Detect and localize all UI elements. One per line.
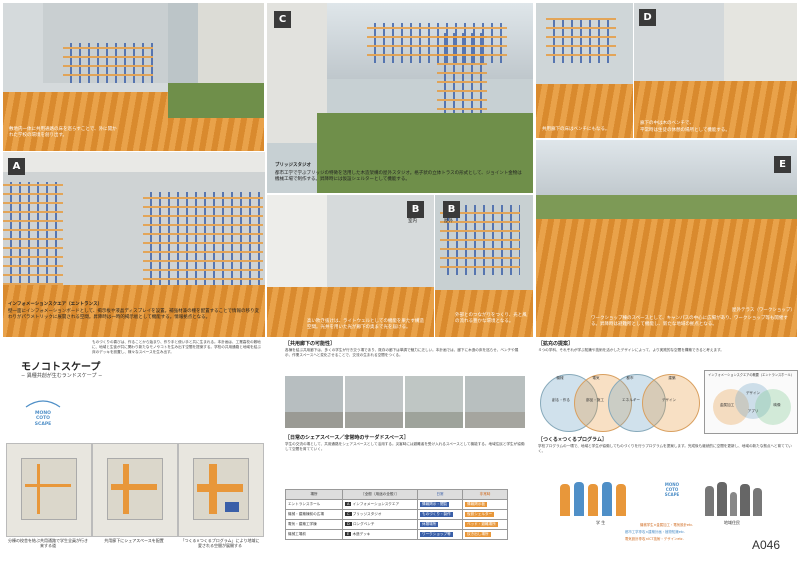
venn-center-2: 部品・施工 bbox=[586, 398, 604, 402]
caption-a-text: 壁一面にインフォメーションボードとして、掲示板や液晶ディスプレイを設置。補強材兼… bbox=[8, 309, 259, 320]
logo-arc-icon bbox=[25, 400, 61, 408]
letter-e: E bbox=[345, 532, 352, 536]
page-subtitle: − 異種共創が生むランドスケープ − bbox=[21, 373, 103, 379]
table-row: 機械・建築棟前の広場 C ブリッジスタジオ ものづくり・製作 仮設シェルター bbox=[285, 509, 508, 520]
caption-e: ワークショップ棟のスペースとして、キャンパスの中心に広場があり、ワークショップ等… bbox=[591, 316, 788, 327]
photo-corridor-1 bbox=[285, 376, 343, 428]
venn-label-4: 建築 bbox=[668, 376, 676, 380]
logo-line3: SCAPE bbox=[34, 421, 52, 427]
photo-a-information-square: A インフォメーションスクエア（エントランス） 壁一面にインフォメーションボード… bbox=[3, 152, 265, 337]
section3-text: ４つの学科、それぞれが学ぶ知識や技術を活かしたデザインによって、より実践的な空間… bbox=[538, 348, 724, 352]
people-students bbox=[560, 478, 670, 518]
sheet-code: A046 bbox=[752, 538, 781, 552]
page-title: モノコトスケープ bbox=[21, 362, 101, 373]
people-locals bbox=[705, 478, 795, 518]
tag-e: 屋外テラス（ワークショップ） bbox=[732, 308, 795, 313]
photo-c-bridge-studio: C ブリッジスタジオ 都市工学で学ぶブリッジの特徴を活用した木造架構の屋外スタジ… bbox=[267, 3, 533, 193]
label-a: A bbox=[8, 158, 25, 175]
table-row: エントランスホール A インフォメーションスクエア 情報掲示・閲覧 情報掲示板 bbox=[285, 499, 508, 510]
caption-b1: 高い吹き抜けは、ライトウェルとしての機能を果たす構造空間。光井を用いた光が廊下の… bbox=[307, 319, 424, 330]
th-place: 場所 bbox=[285, 489, 343, 500]
people-caption-3: 電気設計専攻×ICT技術・デザインetc. bbox=[625, 537, 684, 541]
venn2-item-4: 映像 bbox=[773, 403, 781, 407]
venn-center-1: 創る・作る bbox=[552, 398, 570, 402]
photo-d-left-corridor: 共用廊下の床はベンチにもなる。 bbox=[536, 3, 633, 138]
venn2-item-1: 金属加工 bbox=[719, 403, 735, 407]
logo-small: MONO COTO SCAPE bbox=[664, 482, 680, 497]
letter-a: A bbox=[345, 502, 352, 506]
venn2-item-2: デザイン bbox=[745, 391, 761, 395]
caption-d-1: 廊下の中は木のベンチで、 bbox=[640, 121, 694, 126]
people-caption-2: 都市工学専攻×建築計画・植物知識etc. bbox=[625, 530, 686, 534]
venn-center-4: デザイン bbox=[661, 398, 677, 402]
photo-b-exterior: B 屋外 外部とのつながりをつくり、光と風の流れる豊かな環境となる。 bbox=[435, 195, 533, 337]
letter-c: C bbox=[345, 512, 352, 516]
caption-d-2: 平常時は生徒の休憩の場所として機能する。 bbox=[640, 128, 730, 133]
section2-title: ［日常のシェアスペース／非常時のサーダドスペース］ bbox=[285, 435, 409, 441]
map-3 bbox=[178, 443, 264, 537]
photo-d-bench: D 廊下の中は木のベンチで、 平常時は生徒の休憩の場所として機能する。 bbox=[634, 3, 797, 138]
logo-line2: COTO bbox=[35, 416, 51, 421]
label-e: E bbox=[774, 156, 791, 173]
label-b2: B bbox=[443, 201, 460, 218]
section1-text: 各棟を結ぶ共用廊下は、多くの学生が行き交う場であり、既存の廊下は単調で魅力に乏し… bbox=[285, 348, 519, 358]
photo-corridor-4 bbox=[465, 376, 525, 428]
caption-c-text: 都市工学で学ぶブリッジの特徴を活用した木造架構の屋外スタジオ。格子状の立体トラス… bbox=[275, 171, 522, 182]
people-caption-1: 機械学生×金属加工・電気設計etc. bbox=[640, 523, 694, 527]
photo-b-interior: B 室内 高い吹き抜けは、ライトウェルとしての機能を果たす構造空間。光井を用いた… bbox=[267, 195, 434, 337]
map-2 bbox=[92, 443, 178, 537]
letter-d: D bbox=[345, 522, 352, 526]
section1-title: ［共用廊下の可能性］ bbox=[285, 341, 336, 347]
tag-b1: 室内 bbox=[408, 219, 417, 224]
venn-label-3: 都市 bbox=[626, 376, 634, 380]
program-table: 場所 ［全般（用途の全般）］ 日常 非常時 エントランスホール A インフォメー… bbox=[285, 489, 508, 540]
th-emergency: 非常時 bbox=[462, 489, 508, 500]
photo-corridor-3 bbox=[405, 376, 463, 428]
label-b1: B bbox=[407, 201, 424, 218]
caption-b2: 外部とのつながりをつくり、光と風の流れる豊かな環境となる。 bbox=[455, 313, 527, 324]
th-use: ［全般（用途の全般）］ bbox=[342, 489, 418, 500]
section4-text: 学校プログラムの一環で、地域と学生が協働してものづくりを行うプログラムを提案しま… bbox=[538, 444, 792, 454]
venn-label-2: 電気 bbox=[592, 376, 600, 380]
venn2-box: インフォメーションスクエアの概要（エントランスホール） 金属加工 デザイン アプ… bbox=[704, 370, 798, 434]
photo-top-left-corridor: 敷地内一体に共用通路の床を巡らすことで、外に開かれた学校の環境を創り出す。 bbox=[3, 3, 168, 151]
label-local: 地域住民 bbox=[724, 520, 740, 525]
intro-text: ものづくりの喜びは、作ることから始まり、作り手と使い手と共に生まれる。本計画は、… bbox=[92, 340, 261, 355]
caption-c-title: ブリッジスタジオ bbox=[275, 163, 311, 168]
venn2-title: インフォメーションスクエアの概要（エントランスホール） bbox=[708, 373, 794, 377]
th-daily: 日常 bbox=[417, 489, 463, 500]
venn-center-3: エネルギー bbox=[622, 398, 640, 402]
photo-e-terrace: E 屋外テラス（ワークショップ） ワークショップ棟のスペースとして、キャンパスの… bbox=[536, 140, 797, 337]
section2-text: 学生の交流の場として、共用通路をシェアスペースとして活用する。災害時には避難者を… bbox=[285, 442, 525, 452]
photo-top-left-garden bbox=[168, 3, 264, 151]
venn-diagram: 機械 電気 都市 建築 創る・作る 部品・施工 エネルギー デザイン bbox=[540, 370, 700, 432]
label-c: C bbox=[274, 11, 291, 28]
map-3-caption: 「つくる×つくるプログラム」により地域に愛される空間が展開する bbox=[180, 538, 260, 548]
caption-top-left: 敷地内一体に共用通路の床を巡らすことで、外に開かれた学校の環境を創り出す。 bbox=[9, 127, 117, 138]
map-2-caption: 共用廊下にシェアスペースを配置 bbox=[104, 538, 164, 543]
map-1 bbox=[6, 443, 92, 537]
map-1-caption: 分棟の校舎を結ぶ共用通路で学生全員が行き来する道 bbox=[8, 538, 88, 548]
venn-label-1: 機械 bbox=[556, 376, 564, 380]
photo-corridor-2 bbox=[345, 376, 403, 428]
table-row: 機械工場前 E 木造デッキ ワークショップ等 炊き出し場所 bbox=[285, 529, 508, 540]
venn2-item-3: アプリ bbox=[747, 409, 759, 413]
logo-line1: MONO bbox=[35, 410, 51, 416]
label-d: D bbox=[639, 9, 656, 26]
section3-title: ［拡充の提案］ bbox=[538, 341, 574, 347]
section4-title: ［つくる×つくるプログラム］ bbox=[538, 437, 607, 443]
label-student: 学 生 bbox=[596, 520, 606, 525]
tag-b2: 屋外 bbox=[444, 219, 453, 224]
logo: MONO COTO SCAPE bbox=[24, 398, 62, 428]
caption-a-title: インフォメーションスクエア（エントランス） bbox=[8, 302, 103, 307]
caption-d-left: 共用廊下の床はベンチにもなる。 bbox=[542, 127, 610, 132]
table-row: 電気・建築工学棟 D ロングベンチ 休憩場所 ベッド・避難場所 bbox=[285, 519, 508, 530]
